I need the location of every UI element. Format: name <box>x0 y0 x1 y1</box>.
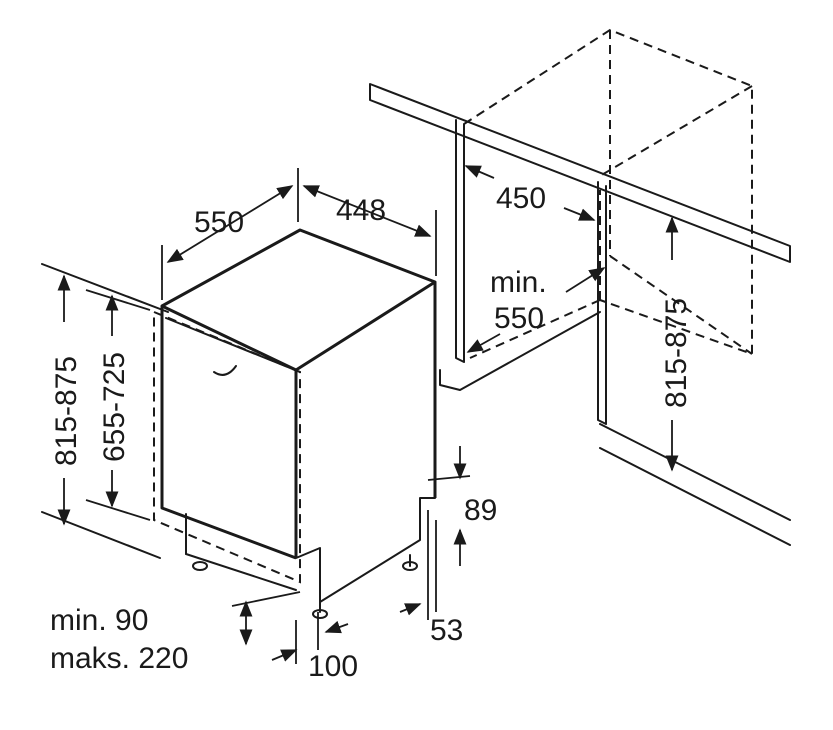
label-niche-depth-value: 550 <box>494 302 544 335</box>
dim-niche-width <box>464 165 596 221</box>
countertop <box>369 83 791 263</box>
door-panel-dashed <box>153 310 301 584</box>
label-foot-offset: 100 <box>308 650 358 683</box>
label-niche-depth-min: min. <box>490 266 547 299</box>
label-foot-height: 53 <box>430 614 463 647</box>
dim-plinth-height <box>231 591 301 646</box>
dim-width <box>302 185 437 276</box>
door-handle-icon <box>213 365 237 376</box>
dishwasher-body <box>160 228 437 619</box>
label-door-height: 655-725 <box>98 352 131 462</box>
label-niche-height: 815-875 <box>660 298 693 408</box>
dim-foot-offset <box>271 612 349 664</box>
dim-foot-height <box>399 510 437 620</box>
label-depth: 550 <box>194 206 244 239</box>
dim-depth <box>161 168 299 300</box>
side-cabinet-panel <box>439 119 601 391</box>
label-plinth-recess: 89 <box>464 494 497 527</box>
niche-outline-dashed <box>463 28 753 359</box>
right-cabinet-panel <box>597 181 607 425</box>
label-plinth-min: min. 90 <box>50 604 148 637</box>
label-width: 448 <box>336 194 386 227</box>
label-total-height: 815-875 <box>50 356 83 466</box>
dim-niche-depth <box>466 267 606 353</box>
label-plinth-max: maks. 220 <box>50 642 188 675</box>
label-niche-width: 450 <box>496 182 546 215</box>
dim-plinth-recess <box>427 446 471 566</box>
dim-door-height <box>85 289 151 521</box>
